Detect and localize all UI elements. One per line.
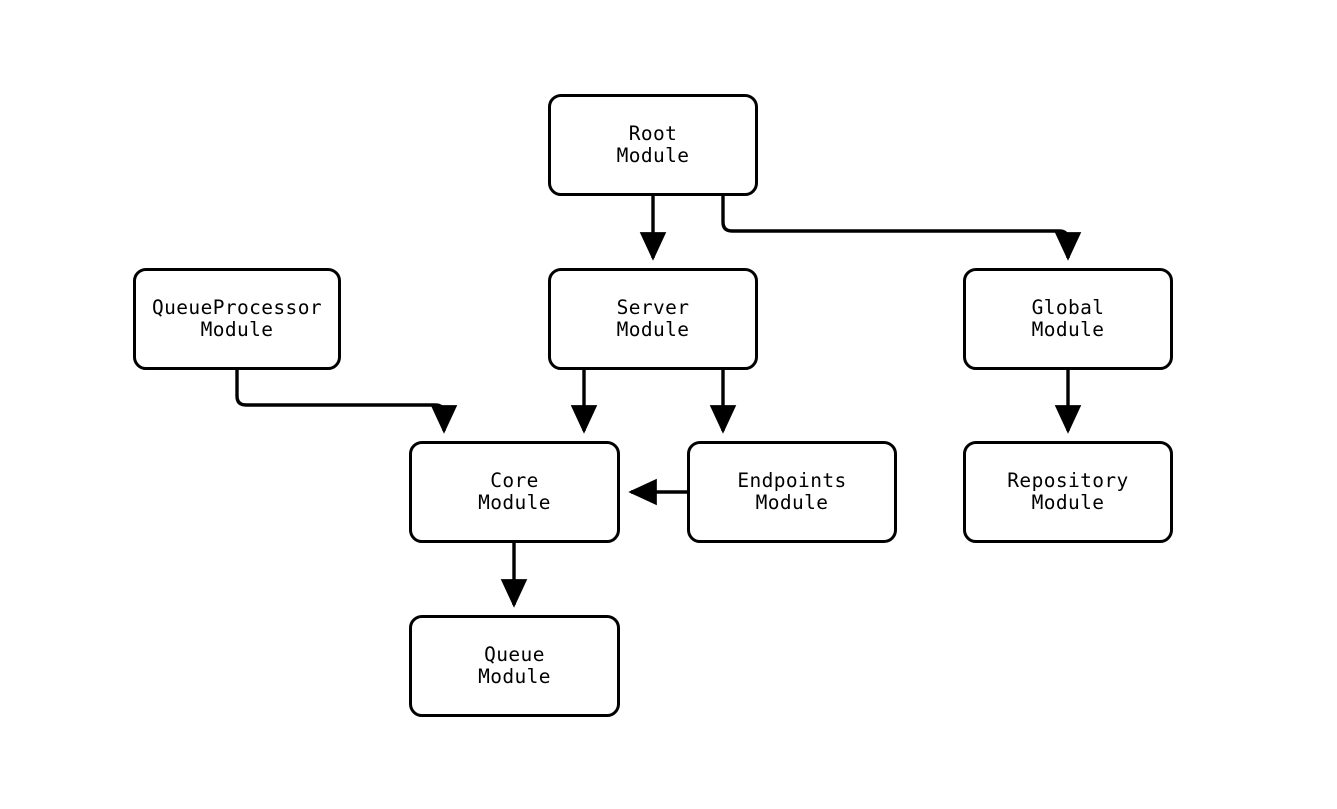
edge-queueprocessor-core	[235, 370, 458, 434]
edge-root-global	[721, 196, 1082, 261]
node-server-module[interactable]: Server Module	[548, 268, 758, 370]
node-label: Queue Module	[478, 642, 551, 688]
node-label: Repository Module	[1007, 468, 1129, 514]
node-core-module[interactable]: Core Module	[409, 441, 620, 543]
node-label: Server Module	[616, 295, 690, 341]
node-queue-module[interactable]: Queue Module	[409, 615, 620, 717]
node-label: Endpoints Module	[737, 468, 847, 514]
node-repository-module[interactable]: Repository Module	[963, 441, 1173, 543]
node-label: Root Module	[616, 121, 690, 167]
node-label: Global Module	[1031, 295, 1105, 341]
node-queueprocessor-module[interactable]: QueueProcessor Module	[133, 268, 341, 370]
node-endpoints-module[interactable]: Endpoints Module	[687, 441, 897, 543]
node-label: Core Module	[478, 468, 551, 514]
node-root-module[interactable]: Root Module	[548, 94, 758, 196]
node-label: QueueProcessor Module	[152, 295, 322, 341]
node-global-module[interactable]: Global Module	[963, 268, 1173, 370]
